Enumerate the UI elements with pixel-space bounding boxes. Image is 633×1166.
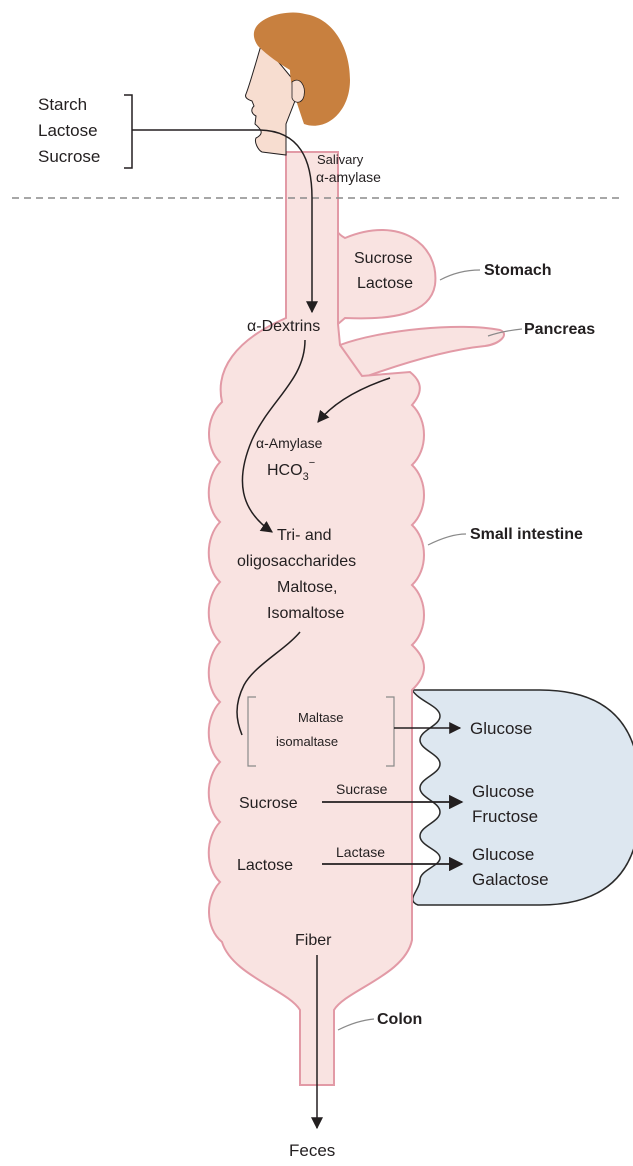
maltase-label: Maltase [298,710,344,725]
bicarbonate-base: HCO [267,462,303,479]
stomach-label: Stomach [484,262,552,279]
diet-starch: Starch [38,95,87,114]
product-oligosaccharides: oligosaccharides [237,553,356,570]
leader-colon [337,1018,375,1031]
fiber-label: Fiber [295,932,332,949]
product-maltose: Maltose, [277,579,337,596]
colon-label: Colon [377,1011,422,1028]
product-tri-and: Tri- and [277,527,332,544]
diet-sucrose: Sucrose [38,147,100,166]
maltase-bracket-right [386,696,395,767]
leader-small-intestine [427,533,467,546]
alpha-dextrins-label: α-Dextrins [247,318,320,335]
arrow-mouth-to-stomach [132,129,318,314]
bicarbonate-subscript: 3 [303,471,309,483]
bicarbonate-label: HCO3− [267,457,315,483]
pancreas-label: Pancreas [524,321,595,338]
lactose-substrate-label: Lactose [237,857,293,874]
face-shape [245,40,301,156]
absorbed-galactose: Galactose [472,870,549,889]
arrow-dextrins-to-intestine [241,339,306,533]
sucrase-enzyme-label: Sucrase [336,781,388,797]
maltase-bracket-left [247,696,256,767]
absorbed-glucose-3: Glucose [472,845,534,864]
absorbed-fructose: Fructose [472,807,538,826]
ear-shape [291,79,305,103]
absorbed-glucose-2: Glucose [472,782,534,801]
lactase-enzyme-label: Lactase [336,844,385,860]
stomach-content-lactose: Lactose [357,275,413,292]
leader-pancreas [487,328,523,337]
diet-bracket [124,94,133,169]
absorbed-glucose-1: Glucose [470,719,532,738]
enterocyte-region [410,689,633,906]
product-isomaltose: Isomaltose [267,605,344,622]
pancreas-shape [338,325,505,380]
small-intestine-label: Small intestine [470,526,583,543]
isomaltase-label: isomaltase [276,734,338,749]
salivary-enzyme-line2: α-amylase [316,169,381,185]
arrow-pancreatic-secretion [317,377,391,423]
hair-shape [253,12,350,126]
diet-lactose: Lactose [38,121,98,140]
bicarbonate-superscript: − [309,457,315,469]
leader-stomach [439,269,481,281]
human-head-illustration [245,12,350,156]
feces-label: Feces [289,1141,335,1160]
pancreatic-amylase-label: α-Amylase [256,435,323,451]
stomach-content-sucrose: Sucrose [354,250,413,267]
sucrose-substrate-label: Sucrose [239,795,298,812]
curve-oligosaccharides-to-brush-border [236,631,301,736]
salivary-enzyme-line1: Salivary [317,152,364,167]
